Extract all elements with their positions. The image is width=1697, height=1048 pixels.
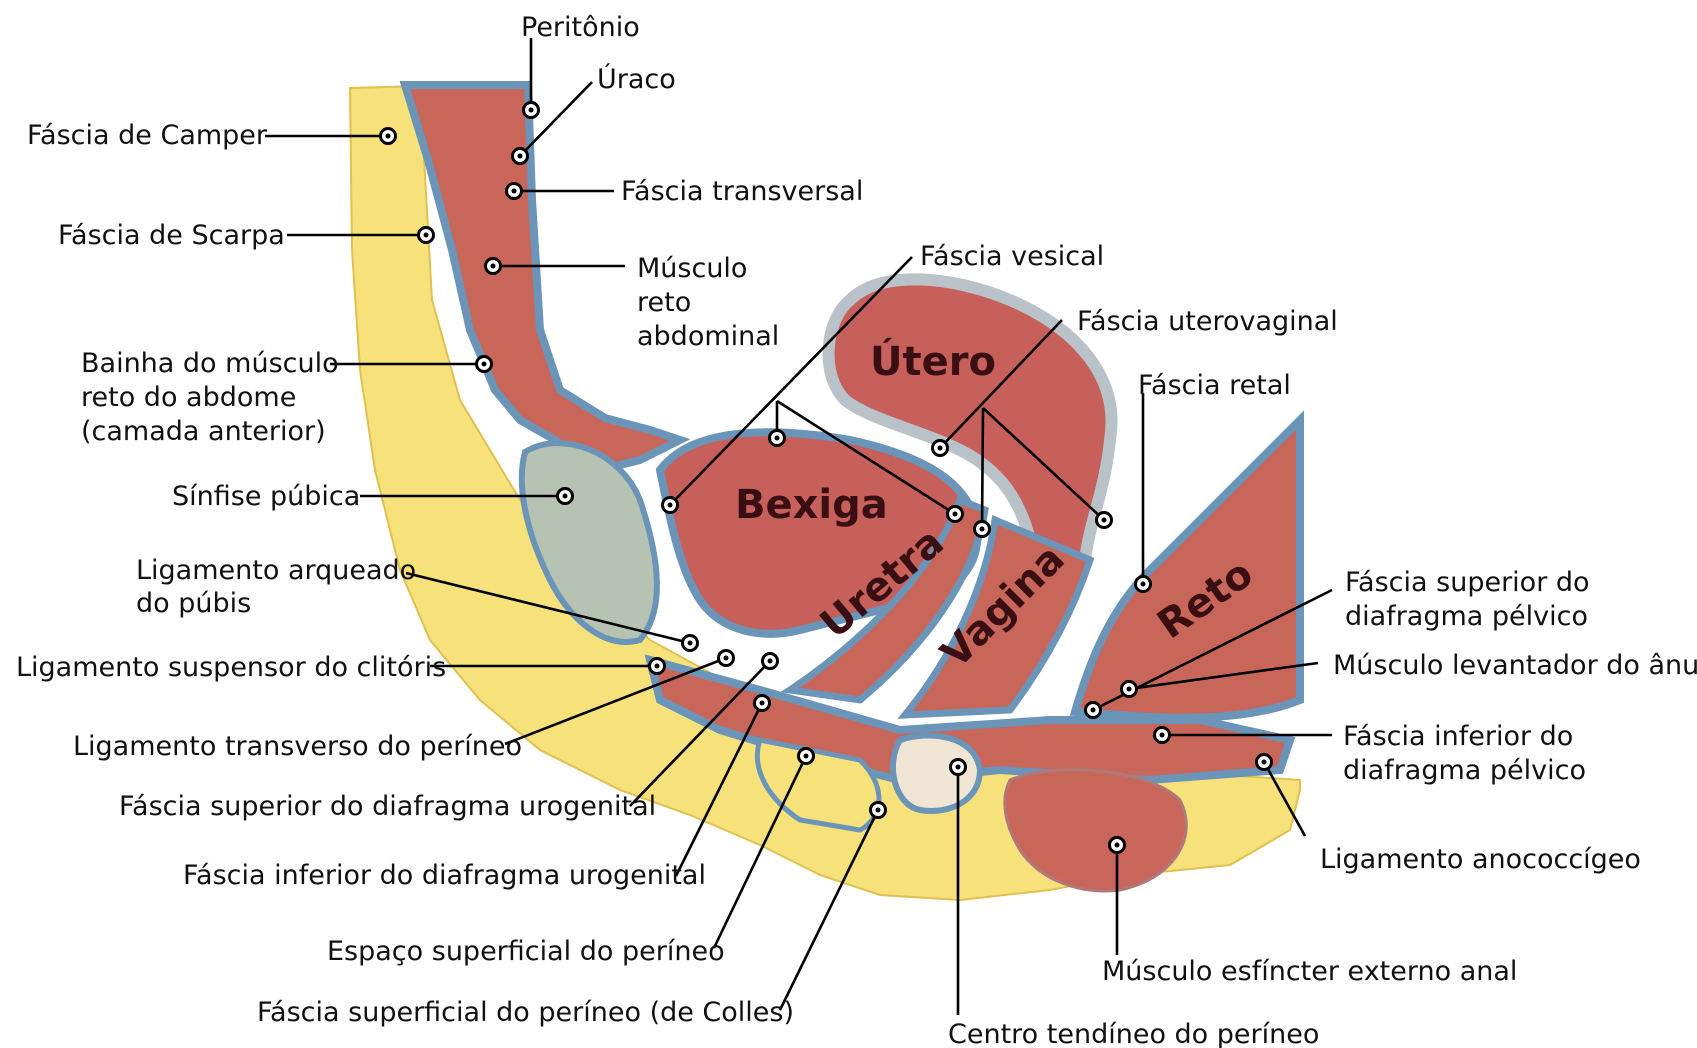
pin-lig-anococcigeo [1257,755,1272,770]
pin-fascia-colles [871,803,886,818]
label-fascia-inf-pelvico-line1: Fáscia inferior do [1343,721,1573,752]
label-sinfise: Sínfise púbica [172,481,360,512]
label-musculo-reto-line1: Músculo [637,253,747,284]
pin-espaco-superficial [799,749,814,764]
pin-uterovaginal-a [975,522,990,537]
pin-centro-tendineo [951,760,966,775]
leader-uterovaginal-a [982,408,983,529]
label-bainha-line1: Bainha do músculo [81,348,339,379]
label-fascia-inf-pelvico-line2: diafragma pélvico [1343,755,1586,786]
label-fascia-camper: Fáscia de Camper [27,120,268,151]
label-musculo-reto-line2: reto [637,287,691,318]
pin-bexiga-fascia [948,507,963,522]
pin-fascia-camper [381,129,396,144]
pin-levantador [1122,682,1137,697]
pin-lig-suspensor [650,659,665,674]
label-bainha-line2: reto do abdome [81,382,296,413]
pin-fascia-uterovaginal [933,441,948,456]
label-musculo-reto-line3: abdominal [637,321,779,352]
pin-fascia-scarpa [419,228,434,243]
label-centro-tendineo: Centro tendíneo do períneo [948,1019,1319,1048]
label-bainha-line3: (camada anterior) [81,416,326,447]
label-fascia-sup-pelvico-line1: Fáscia superior do [1345,567,1590,598]
label-lig-arqueado-line1: Ligamento arqueado [136,555,416,586]
label-lig-arqueado-line2: do púbis [136,588,251,619]
label-espaco-superficial: Espaço superficial do períneo [327,936,725,967]
pin-bexiga-apex [770,431,785,446]
pin-uterovaginal-b [1097,513,1112,528]
pin-fascia-inf-urogenital [755,696,770,711]
label-lig-suspensor: Ligamento suspensor do clitóris [16,652,446,683]
pin-lig-transverso [719,651,734,666]
pin-sinfise [558,489,573,504]
label-fascia-retal: Fáscia retal [1138,370,1291,401]
pin-fascia-inf-pelvico [1155,728,1170,743]
label-fascia-colles: Fáscia superficial do períneo (de Colles… [257,997,794,1028]
label-levantador: Músculo levantador do ânus [1333,650,1697,681]
pin-esfincter [1110,838,1125,853]
label-fascia-sup-pelvico-line2: diafragma pélvico [1345,601,1588,632]
organ-label-bexiga: Bexiga [735,482,888,528]
label-lig-transverso: Ligamento transverso do períneo [73,731,522,762]
pin-fascia-sup-pelvico [1086,703,1101,718]
label-peritonio: Peritônio [521,12,640,43]
label-lig-anococcigeo: Ligamento anococcígeo [1320,844,1641,875]
label-fascia-inf-urogenital: Fáscia inferior do diafragma urogenital [183,860,706,891]
label-fascia-scarpa: Fáscia de Scarpa [58,220,285,251]
pin-peritonio [524,103,539,118]
organ-label-utero: Útero [870,337,996,385]
label-fascia-transversal: Fáscia transversal [621,176,863,207]
pin-fascia-sup-urogenital [763,654,778,669]
perineal-body-shape [893,735,980,810]
pin-fascia-retal [1136,577,1151,592]
pin-bainha [477,357,492,372]
label-fascia-vesical: Fáscia vesical [920,241,1104,272]
pin-lig-arqueado [683,636,698,651]
label-fascia-uterovaginal: Fáscia uterovaginal [1077,306,1338,337]
label-esfincter: Músculo esfíncter externo anal [1102,956,1517,987]
label-uraco: Úraco [597,63,676,95]
label-fascia-sup-urogenital: Fáscia superior do diafragma urogenital [119,791,656,822]
pin-fascia-vesical [663,498,678,513]
pin-musculo-reto [486,259,501,274]
pin-uraco [513,149,528,164]
pin-fascia-transversal [507,184,522,199]
